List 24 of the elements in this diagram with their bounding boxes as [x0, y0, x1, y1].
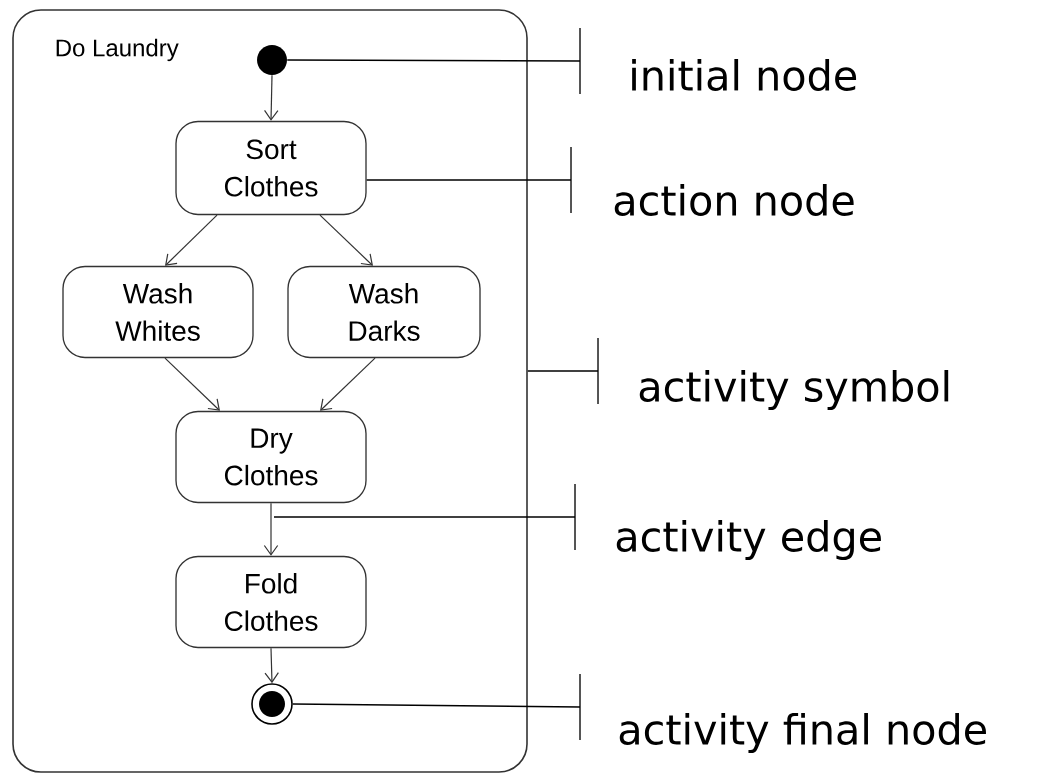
action-box: Dry Clothes: [175, 410, 367, 504]
callout-label: activity edge: [616, 520, 881, 560]
leader-line: [292, 673, 581, 741]
final-node: [251, 683, 293, 725]
arrow: [263, 502, 279, 556]
leader-line: [286, 27, 581, 95]
action-box: Fold Clothes: [175, 555, 367, 649]
arrow: [320, 357, 376, 411]
callout-label: action node: [614, 184, 854, 216]
callout-label: activity final node: [619, 713, 986, 753]
action-box: Wash Darks: [287, 265, 481, 359]
arrow: [263, 74, 279, 121]
leader-line: [273, 483, 576, 551]
initial-node: [257, 45, 287, 75]
arrow: [264, 647, 279, 684]
action-box: Sort Clothes: [175, 120, 367, 216]
leader-line: [527, 337, 599, 405]
action-box: Wash Whites: [62, 265, 254, 359]
arrow: [319, 214, 373, 266]
arrow: [165, 214, 218, 266]
arrow: [164, 357, 220, 411]
callout-label: activity symbol: [639, 370, 949, 410]
callout-label: initial node: [632, 59, 857, 91]
leader-line: [366, 146, 572, 214]
